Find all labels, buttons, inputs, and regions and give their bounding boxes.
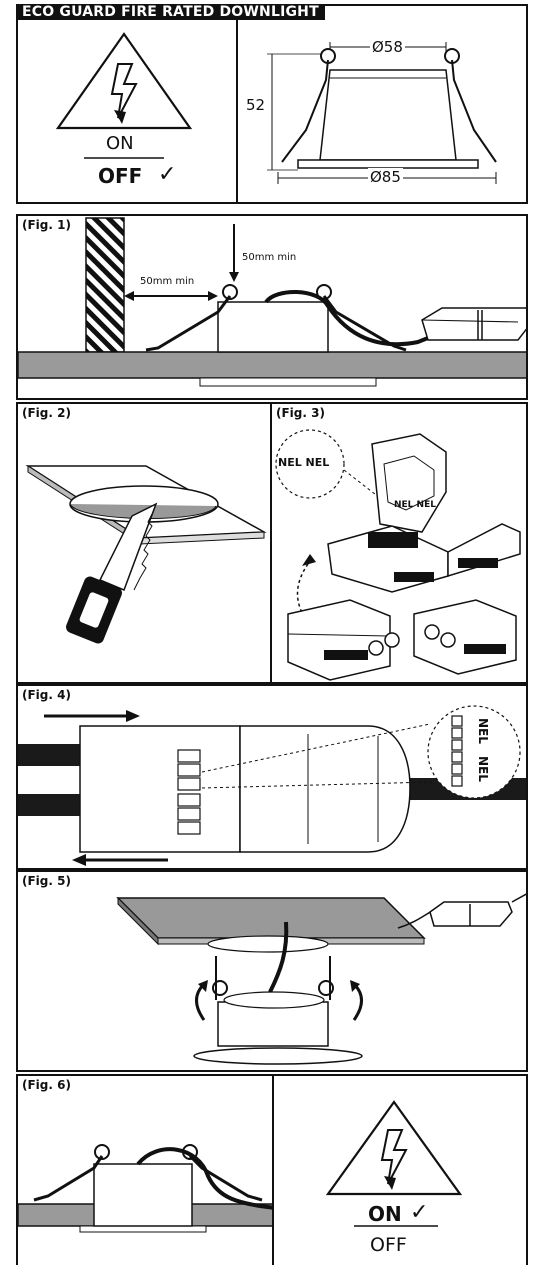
fig6-label: (Fig. 6) [22,1078,71,1092]
on-label: ON [106,133,134,154]
fig5-panel: (Fig. 5) [16,870,528,1072]
fig6-drawing [18,1144,272,1233]
dimensions-panel: Ø58 52 Ø85 [236,20,528,204]
off-label-2: OFF [370,1234,407,1256]
fig3-drawing [275,429,521,681]
fig4-label: (Fig. 4) [22,688,71,702]
page-title: ECO GUARD FIRE RATED DOWNLIGHT [16,4,325,21]
on-label-2: ON [368,1202,402,1226]
terminal-label: NEL NEL [278,456,330,469]
saw-icon [66,502,158,644]
fig4-panel: (Fig. 4) NEL NEL [16,684,528,870]
bottom-diameter-label: Ø85 [368,168,403,186]
terminal-label-1: NEL [476,718,490,744]
warning-on-panel: ON ✓ OFF [272,1074,528,1265]
fig3-panel: (Fig. 3) NEL NEL NEL NEL [270,402,528,684]
check-icon: ✓ [158,162,177,187]
warning-off-panel: ON OFF ✓ [16,20,238,204]
top-diameter-label: Ø58 [370,38,405,56]
top-clearance-label: 50mm min [242,252,297,263]
fig1-drawing [18,217,526,387]
fig4-drawing [18,705,526,866]
high-voltage-warning-icon-2 [325,1100,463,1227]
driver-box [429,901,513,927]
fig5-drawing [116,893,526,1065]
fig2-drawing [25,465,267,644]
driver-box [421,307,526,341]
height-label: 52 [246,96,266,114]
fig2-panel: (Fig. 2) [16,402,272,684]
side-clearance-label: 50mm min [140,276,195,287]
off-label: OFF [98,164,143,188]
check-icon-2: ✓ [410,1200,429,1225]
fig6-panel: (Fig. 6) [16,1074,274,1265]
high-voltage-warning-icon [55,32,193,159]
fig3-label: (Fig. 3) [276,406,325,420]
box-marking: NEL NEL [394,500,436,510]
terminal-label-2: NEL [476,756,490,782]
fig5-label: (Fig. 5) [22,874,71,888]
fig1-panel: (Fig. 1) 50mm min 50mm min [16,214,528,400]
fig2-label: (Fig. 2) [22,406,71,420]
fig1-label: (Fig. 1) [22,218,71,232]
downlight-dimension-drawing [267,42,497,184]
